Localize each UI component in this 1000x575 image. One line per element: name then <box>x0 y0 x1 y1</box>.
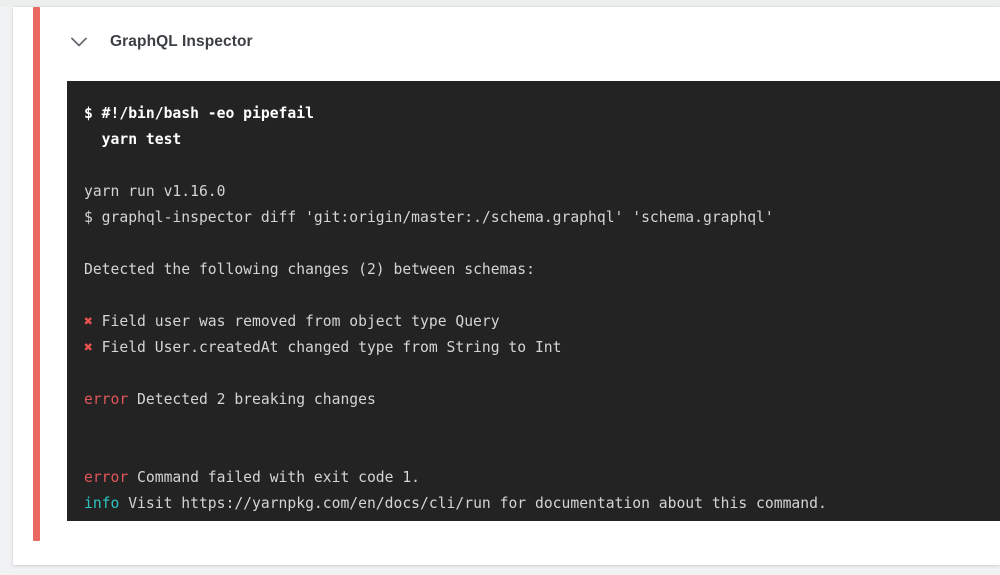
terminal-log-body: $ #!/bin/bash -eo pipefail yarn test yar… <box>84 101 1000 521</box>
log-blank-line <box>84 439 1000 465</box>
error-cross-icon: ✖ <box>84 339 93 356</box>
log-blank-line <box>84 283 1000 309</box>
job-log-card: GraphQL Inspector $ #!/bin/bash -eo pipe… <box>13 7 1000 565</box>
log-line-text: Detected 2 breaking changes <box>128 391 376 408</box>
terminal-log-panel[interactable]: $ #!/bin/bash -eo pipefail yarn test yar… <box>67 81 1000 521</box>
log-output-line: Detected the following changes (2) betwe… <box>84 261 535 278</box>
log-level-tag-info: info <box>84 495 120 512</box>
log-line-text: Command failed with exit code 1. <box>128 469 421 486</box>
log-blank-line <box>84 413 1000 439</box>
chevron-down-icon[interactable] <box>65 28 93 56</box>
log-info-line: info Visit https://yarnpkg.com/en/docs/c… <box>84 491 1000 517</box>
top-strip <box>0 0 1000 7</box>
log-breaking-change-line: ✖ Field user was removed from object typ… <box>84 309 1000 335</box>
log-level-tag-error: error <box>84 469 129 486</box>
log-blank-line <box>84 153 1000 179</box>
log-error-line: error Command failed with exit code 1. <box>84 465 1000 491</box>
page-title: GraphQL Inspector <box>110 33 253 50</box>
log-output-line: yarn run v1.16.0 <box>84 183 226 200</box>
log-breaking-change-line: ✖ Field User.createdAt changed type from… <box>84 335 1000 361</box>
log-line-text: Field user was removed from object type … <box>92 313 500 330</box>
log-error-line: error Detected 2 breaking changes <box>84 387 1000 413</box>
log-blank-line <box>84 361 1000 387</box>
log-output-line: $ graphql-inspector diff 'git:origin/mas… <box>84 209 774 226</box>
log-line-text: Visit https://yarnpkg.com/en/docs/cli/ru… <box>119 495 827 512</box>
card-header[interactable]: GraphQL Inspector <box>65 23 253 61</box>
log-output-line: Exited with code 1 <box>84 517 1000 521</box>
status-bar-failed <box>33 7 40 541</box>
log-command-line: $ #!/bin/bash -eo pipefail <box>84 105 314 122</box>
log-blank-line <box>84 231 1000 257</box>
log-level-tag-error: error <box>84 391 129 408</box>
log-command-line: yarn test <box>84 131 182 148</box>
error-cross-icon: ✖ <box>84 313 93 330</box>
log-line-text: Field User.createdAt changed type from S… <box>92 339 562 356</box>
